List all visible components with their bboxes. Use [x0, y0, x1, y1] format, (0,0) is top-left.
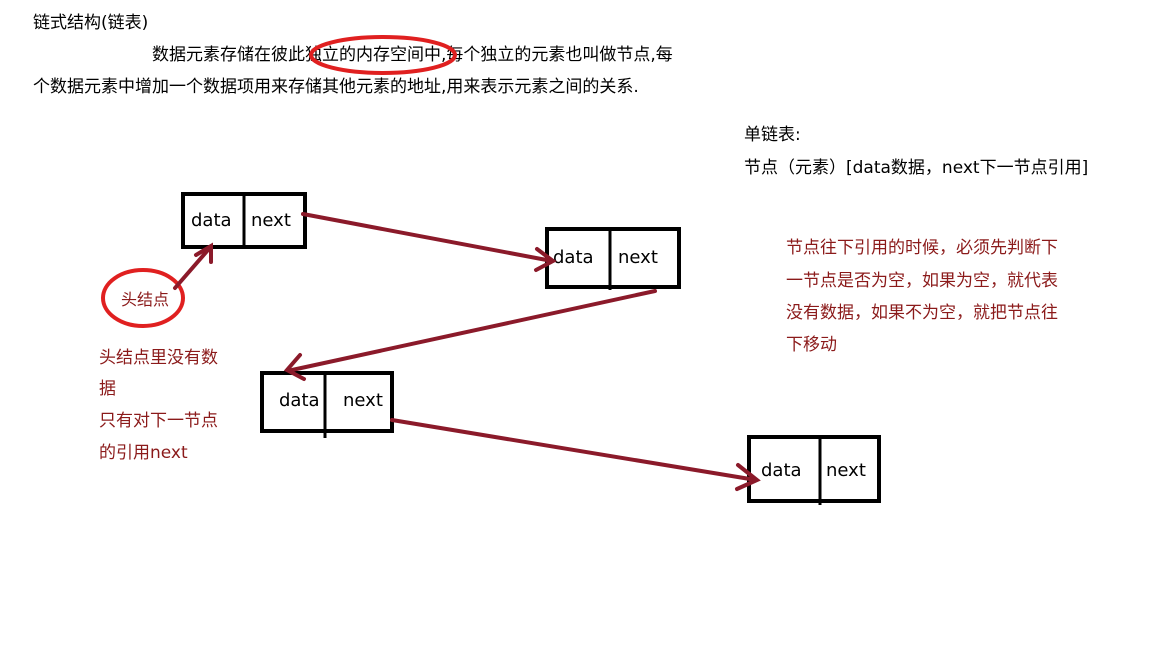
arrow-head-to-node-1	[173, 248, 210, 290]
head-node-label: 头结点	[121, 290, 170, 309]
node-3-next-label: next	[343, 390, 383, 411]
traversal-note-line: 没有数据，如果不为空，就把节点往	[786, 303, 1058, 323]
arrowhead-node-3-to-node-4	[735, 463, 761, 491]
arrowhead-node-1-to-node-2	[534, 247, 557, 272]
description-line-2: 个数据元素中增加一个数据项用来存储其他元素的地址,用来表示元素之间的关系.	[33, 77, 639, 97]
arrowhead-node-2-to-node-3	[283, 353, 306, 381]
arrow-node-2-to-node-3	[290, 289, 657, 372]
node-1-next-label: next	[251, 210, 291, 231]
description-highlight: 独立的内存空间中	[305, 45, 441, 65]
node-definition: 节点（元素）[data数据，next下一节点引用]	[744, 158, 1089, 178]
traversal-note-line: 节点往下引用的时候，必须先判断下	[786, 238, 1058, 258]
node-1-data-label: data	[191, 210, 232, 231]
head-node-desc-line: 据	[99, 379, 116, 399]
highlight-circle	[309, 35, 457, 75]
head-node-circle	[101, 268, 185, 328]
arrow-node-1-to-node-2	[301, 212, 554, 263]
heading: 链式结构(链表)	[33, 13, 149, 33]
traversal-note-line: 下移动	[786, 335, 837, 355]
head-node-desc-line: 头结点里没有数	[99, 348, 218, 368]
head-node-desc-line: 的引用next	[99, 443, 188, 463]
description-line-1-before: 数据元素存储在彼此	[152, 45, 305, 65]
arrow-node-3-to-node-4	[390, 418, 758, 482]
description-line-1: 数据元素存储在彼此独立的内存空间中,每个独立的元素也叫做节点,每	[152, 44, 673, 66]
node-2-data-label: data	[553, 247, 594, 268]
node-3: data next	[260, 371, 394, 438]
description-line-1-after: ,每个独立的元素也叫做节点,每	[441, 45, 673, 65]
node-1: data next	[181, 192, 307, 249]
head-node-desc-line: 只有对下一节点	[99, 411, 218, 431]
node-4-data-label: data	[761, 460, 802, 481]
node-3-data-label: data	[279, 390, 320, 411]
singly-linked-list-title: 单链表:	[744, 125, 801, 145]
node-2: data next	[545, 227, 681, 290]
traversal-note-line: 一节点是否为空，如果为空，就代表	[786, 271, 1058, 291]
node-2-next-label: next	[618, 247, 658, 268]
node-4-next-label: next	[826, 460, 866, 481]
arrowhead-head-to-node-1	[194, 242, 213, 264]
node-4: data next	[747, 435, 881, 505]
